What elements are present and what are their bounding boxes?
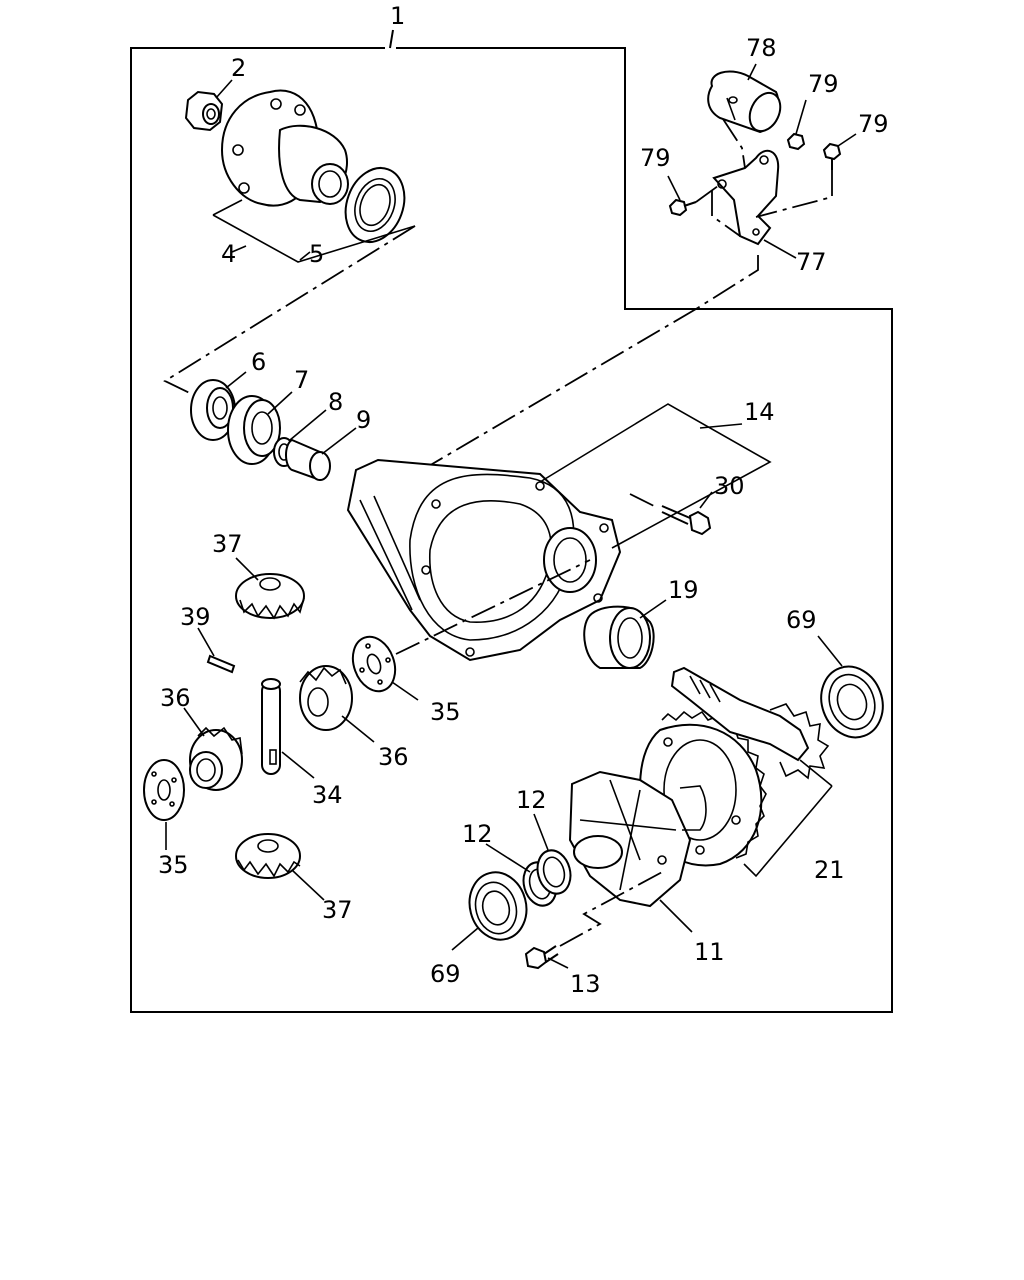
callout-labels: 1 2 4 5 6 7 8 9 14 30 19 69 37 39 36 35 … xyxy=(158,2,889,998)
label-19: 19 xyxy=(668,576,699,604)
label-21: 21 xyxy=(814,856,845,884)
part-35-thrust-washer-bottom xyxy=(143,759,185,821)
label-6: 6 xyxy=(251,348,266,376)
part-36-side-gear-left xyxy=(189,726,243,791)
label-69-left: 69 xyxy=(430,960,461,988)
part-78-sensor xyxy=(707,70,782,134)
leader-lines xyxy=(165,63,857,969)
part-4-companion-flange xyxy=(220,89,349,207)
part-2-nut xyxy=(184,90,224,132)
label-69-right: 69 xyxy=(786,606,817,634)
part-69-bearing-left xyxy=(468,871,528,941)
label-79-b: 79 xyxy=(858,110,889,138)
part-7-bearing xyxy=(227,395,281,465)
part-21-drive-pinion xyxy=(670,666,830,780)
part-77-bracket xyxy=(712,149,780,246)
label-36-left: 36 xyxy=(160,684,191,712)
label-37-top: 37 xyxy=(212,530,243,558)
label-4: 4 xyxy=(221,240,236,268)
assembly-frame xyxy=(130,29,893,1013)
label-35-top: 35 xyxy=(430,698,461,726)
label-14: 14 xyxy=(744,398,775,426)
label-1: 1 xyxy=(390,2,405,30)
label-35-bottom: 35 xyxy=(158,851,189,879)
label-34: 34 xyxy=(312,781,343,809)
part-30-bolt xyxy=(661,505,712,536)
label-36-right: 36 xyxy=(378,743,409,771)
label-11: 11 xyxy=(694,938,725,966)
part-37-side-gear-bottom xyxy=(235,833,301,879)
part-14-carrier-housing xyxy=(346,458,622,662)
label-39: 39 xyxy=(180,603,211,631)
label-30: 30 xyxy=(714,472,745,500)
label-79-c: 79 xyxy=(640,144,671,172)
label-9: 9 xyxy=(356,406,371,434)
label-8: 8 xyxy=(328,388,343,416)
part-39-pin xyxy=(206,654,236,674)
label-37-bottom: 37 xyxy=(322,896,353,924)
label-12-left: 12 xyxy=(462,820,493,848)
label-77: 77 xyxy=(796,248,827,276)
part-34-cross-shaft xyxy=(261,678,281,775)
label-13: 13 xyxy=(570,970,601,998)
label-78: 78 xyxy=(746,34,777,62)
part-35-thrust-washer-top xyxy=(351,635,397,693)
label-5: 5 xyxy=(309,240,324,268)
part-37-side-gear-top xyxy=(235,573,305,620)
part-13-bolt xyxy=(524,945,559,970)
part-69-bearing-right xyxy=(820,665,884,739)
label-79-a: 79 xyxy=(808,70,839,98)
part-9-collar xyxy=(285,438,331,482)
label-2: 2 xyxy=(231,54,246,82)
part-19-bearing xyxy=(583,605,655,669)
label-12-right: 12 xyxy=(516,786,547,814)
part-12-shims xyxy=(522,849,572,907)
part-36-pinion-gear-right xyxy=(299,665,353,731)
part-79-bolts xyxy=(668,132,842,217)
label-7: 7 xyxy=(294,366,309,394)
part-5-oil-seal xyxy=(344,167,406,243)
